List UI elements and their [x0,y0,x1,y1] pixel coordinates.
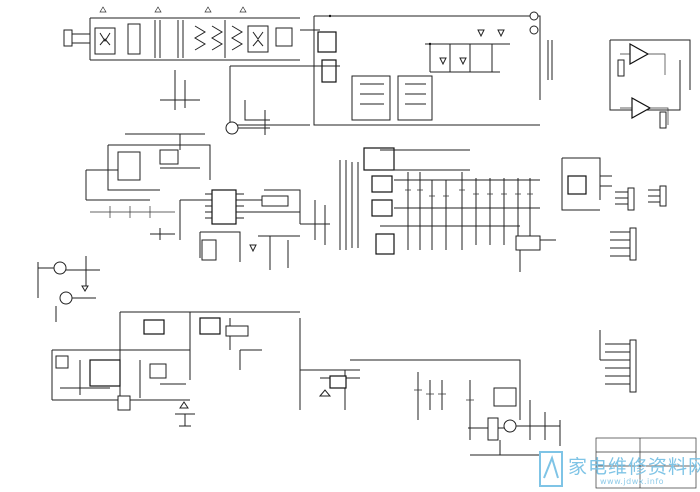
opamp-blocks [609,39,691,129]
standby-output [350,359,561,456]
main-controller-ic [150,189,330,270]
title-block [595,437,697,489]
pfc-section [229,11,553,126]
aux-control-circuit [85,70,300,218]
watermark-url: www.jdwx.info [600,477,665,486]
ac-input-emi-filter [63,6,300,61]
standby-regulator-connectors [561,157,667,261]
standby-switch-stage [37,256,100,322]
site-logo [539,451,563,487]
transformer-output-stage [339,147,556,272]
output-filter [299,318,360,410]
pwm-startup-circuit [51,311,300,427]
watermark-site-name: 家电维修资料网 [568,456,700,478]
output-connector [599,330,637,393]
